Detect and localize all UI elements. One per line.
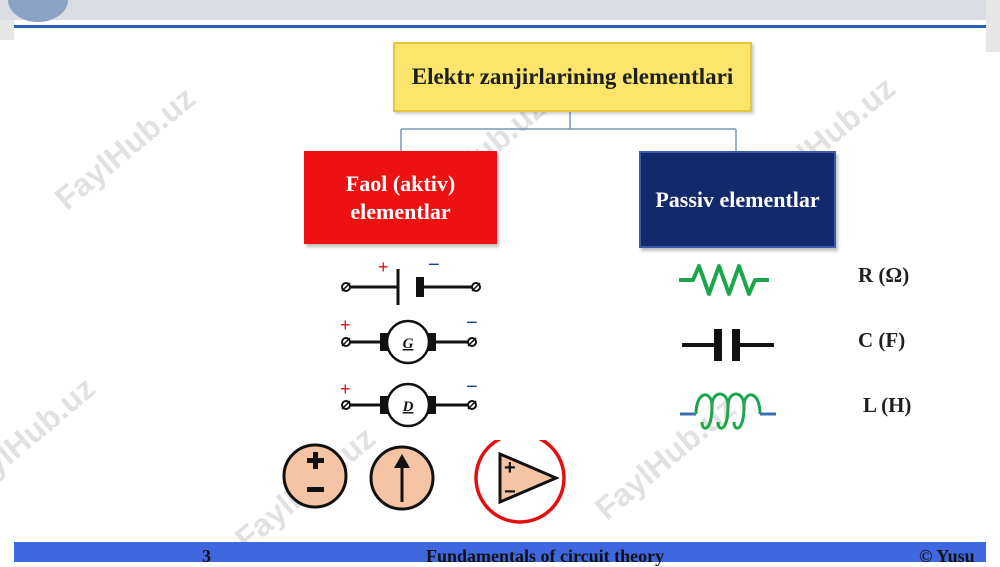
battery-symbol: + − xyxy=(341,255,481,305)
resistor-label: R (Ω) xyxy=(858,263,910,287)
passive-elements-box: Passiv elementlar xyxy=(639,151,836,248)
generator-symbol: + − G xyxy=(340,313,478,365)
slide-title: Elektr zanjirlarining elementlari xyxy=(411,63,734,89)
active-elements-box: Faol (aktiv) elementlar xyxy=(304,151,497,244)
plus-sign: + xyxy=(378,257,389,277)
opamp-plus: + xyxy=(504,457,516,479)
motor-letter: D xyxy=(402,399,414,415)
left-edge xyxy=(0,20,14,40)
plus-sign: + xyxy=(340,379,351,399)
capacitor-symbol xyxy=(682,329,774,361)
right-edge xyxy=(986,0,1000,52)
capacitor-label: C (F) xyxy=(858,328,906,352)
opamp-minus: − xyxy=(504,481,516,503)
active-elements-title: Faol (aktiv) elementlar xyxy=(345,171,456,224)
source-symbols-row: + − xyxy=(282,440,566,524)
inductor-label: L (H) xyxy=(863,393,912,417)
author-credit: © Yusu xyxy=(919,546,975,566)
window-top-bar xyxy=(0,0,1000,20)
passive-elements-title: Passiv elementlar xyxy=(655,186,820,212)
minus-sign: − xyxy=(428,255,440,276)
slide-title-box: Elektr zanjirlarining elementlari xyxy=(393,42,752,112)
inductor-symbol xyxy=(680,392,776,430)
plus-sign: + xyxy=(340,315,351,335)
minus-sign: − xyxy=(466,377,478,398)
course-title: Fundamentals of circuit theory xyxy=(426,546,665,566)
header-rule xyxy=(14,25,986,28)
motor-symbol: + − D xyxy=(340,377,478,428)
page-number: 3 xyxy=(202,546,211,566)
op-amp-icon: + − xyxy=(474,440,566,524)
voltage-source-icon xyxy=(282,443,348,509)
minus-sign: − xyxy=(466,313,478,334)
generator-letter: G xyxy=(403,336,414,352)
resistor-symbol xyxy=(679,264,769,296)
current-source-icon xyxy=(369,445,435,511)
university-logo xyxy=(8,0,68,22)
slide-footer: 3 Fundamentals of circuit theory © Yusu xyxy=(14,542,986,566)
